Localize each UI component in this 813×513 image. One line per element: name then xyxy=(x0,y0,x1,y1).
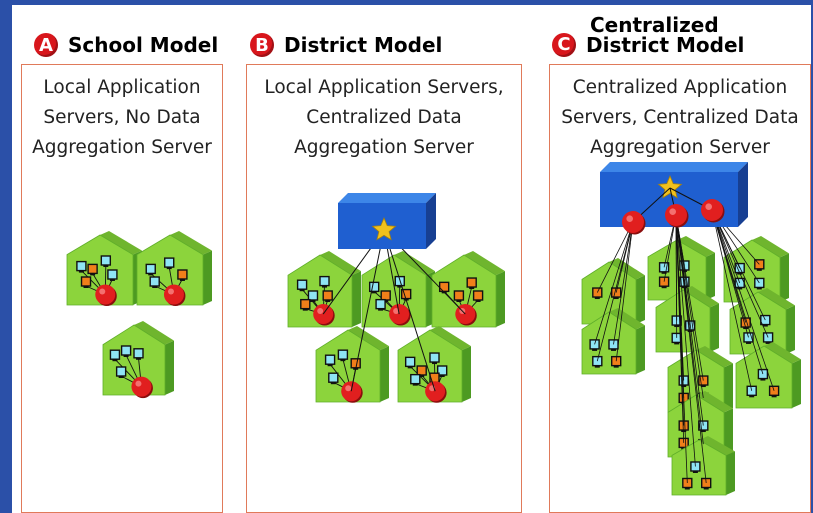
school-model-heading: A School Model xyxy=(34,33,218,57)
badge-b: B xyxy=(250,33,274,57)
centralized-title-line1: Centralized xyxy=(590,13,719,37)
district-model-panel: Local Application Servers, Centralized D… xyxy=(246,64,522,513)
badge-a: A xyxy=(34,33,58,57)
centralized-title-line2: District Model xyxy=(586,33,745,57)
school-model-description: Local Application Servers, No Data Aggre… xyxy=(32,77,212,158)
centralized-district-model-heading: C Centralized District Model xyxy=(552,13,744,57)
centralized-model-description: Centralized Application Servers, Central… xyxy=(561,77,799,158)
school-model-title: School Model xyxy=(68,33,219,57)
district-model-description: Local Application Servers, Centralized D… xyxy=(264,77,504,158)
badge-c: C xyxy=(552,33,576,57)
school-model-panel: Local Application Servers, No Data Aggre… xyxy=(21,64,223,513)
district-model-title: District Model xyxy=(284,33,443,57)
district-model-heading: B District Model xyxy=(250,33,442,57)
centralized-model-panel: Centralized Application Servers, Central… xyxy=(549,64,811,513)
